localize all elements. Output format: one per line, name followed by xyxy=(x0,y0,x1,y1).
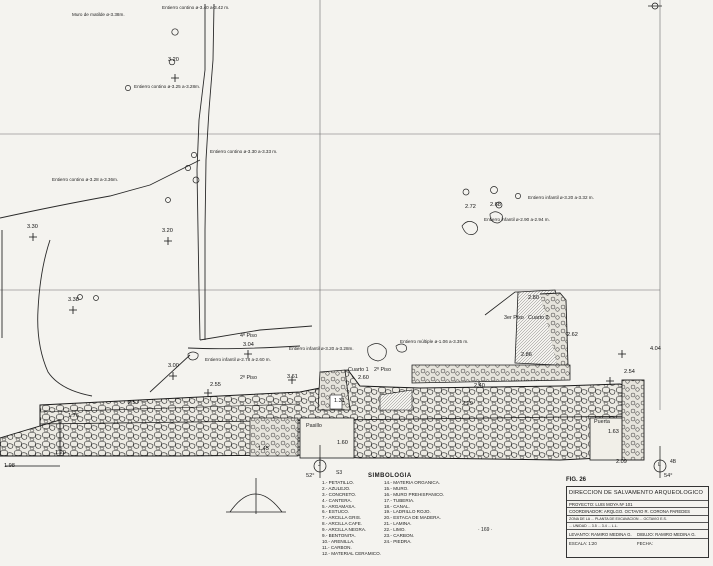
elevation-value: 2.40 xyxy=(474,383,485,389)
legend-item: 17.- TUBERIA. xyxy=(384,497,415,503)
legend-item: 24.- PIEDRA. xyxy=(384,538,412,544)
legend-item: 1.- PETATILLO. xyxy=(322,480,354,485)
elevation-value: 2.80 xyxy=(528,295,539,301)
legend-item: 14.- MATERIA ORGANICA. xyxy=(384,480,441,485)
elevation-value: 3.20 xyxy=(168,57,179,63)
legend-item: 2.- AZULEJO. xyxy=(322,485,351,491)
room-label: Cuarto 1 xyxy=(348,367,369,373)
title-block-scale: ESCALA: 1:20 FECHA: xyxy=(567,538,708,547)
legend-item: 3.- CONCRETO. xyxy=(322,491,357,497)
elevation-value: 3.20 xyxy=(162,228,173,234)
legend-item: 6.- ESTUCO. xyxy=(322,509,350,515)
elevation-value: 2.86 xyxy=(521,352,532,358)
burial-symbols xyxy=(77,28,521,362)
legend-item: 12.- MATERIAL CERAMICO. xyxy=(322,550,381,556)
legend-item: 4.- CANTERA. xyxy=(322,497,352,503)
burial-label: Entierro infantil ø-2.90 a-2.94 m. xyxy=(484,217,550,222)
legend-item: 16.- MURO PREHISPANICO. xyxy=(384,491,445,497)
elevation-value: 1.76 xyxy=(68,413,79,419)
room-label: 2º Piso xyxy=(374,367,391,373)
legend-item: 18.- CANAL. xyxy=(384,503,410,509)
room-label: 2º Piso xyxy=(240,375,257,381)
elevation-value: 2.29 xyxy=(462,401,473,407)
legend-item: 15.- MURO. xyxy=(384,485,409,491)
elevation-value: 1.60 xyxy=(337,440,348,446)
legend-title: SIMBOLOGIA xyxy=(368,473,412,479)
angle-mark: 54° xyxy=(664,473,673,479)
axis-letter: S3 xyxy=(336,470,343,476)
elevation-value: 4.04 xyxy=(650,346,661,352)
legend-item: 22.- LIMO. xyxy=(384,527,406,533)
page-mark: · 169 · xyxy=(478,527,493,533)
burial-label: Entierro múltiple ø-1.06 a-3.35 m. xyxy=(400,339,469,344)
elevation-value: 3.38 xyxy=(68,297,79,303)
legend-column-2: 14.- MATERIA ORGANICA. 15.- MURO. 16.- M… xyxy=(384,480,444,545)
title-block-org: DIRECCION DE SALVAMENTO ARQUEOLOGICO xyxy=(569,490,704,496)
burial-label: Entierro contino ø-3.40 a-3.42 m. xyxy=(162,5,230,10)
elevation-value: 1.45 xyxy=(258,446,269,452)
section-markers xyxy=(5,2,667,478)
elevation-value: 1.31 xyxy=(334,398,345,404)
axis-letter: L xyxy=(658,462,661,468)
legend-item: 10.- ARENILLA. xyxy=(322,538,355,544)
burial-label: Entierro infantil ø-3.20 a-3.28m. xyxy=(289,346,354,351)
legend-item: 21.- LAMINA. xyxy=(384,521,412,527)
elevation-value: 2.55 xyxy=(210,382,221,388)
room-label: Pasillo xyxy=(306,423,322,429)
elevation-value: 3.30 xyxy=(27,224,38,230)
burial-label: Entierro infantil ø-3.20 a-3.32 m. xyxy=(528,195,594,200)
angle-mark: 52° xyxy=(306,473,315,479)
burial-label: Entierro contino ø-3.25 a-3.28m. xyxy=(134,84,201,89)
axis-letter: J xyxy=(318,462,321,468)
legend-item: 19.- LADRILLO ROJO. xyxy=(384,509,431,515)
main-wall-foundation xyxy=(0,369,645,461)
north-symbol xyxy=(226,478,286,514)
legend-item: 5.- ARGAMASA. xyxy=(322,503,356,509)
title-block-line: ZONA DE LA ... PLANTA DE EXCAVACION ... … xyxy=(567,515,708,522)
scale-value: ESCALA: 1:20 xyxy=(569,541,597,546)
surveyor-name: LEVANTO: RAMIRO MEDINA G. xyxy=(569,532,632,537)
elevation-value: 2.54 xyxy=(624,369,635,375)
trench-outlines xyxy=(0,3,313,397)
axis-letter: 4B xyxy=(670,459,677,465)
elevation-value: 1.98 xyxy=(4,463,15,469)
title-block-project: PROYECTO: LUIS MOYA Nº 101 xyxy=(567,500,708,507)
draftsman-name: DIBUJO: RAMIRO MEDINA G. xyxy=(637,532,696,537)
legend-column-1: 1.- PETATILLO. 2.- AZULEJO. 3.- CONCRETO… xyxy=(322,480,381,557)
elevation-value: 2.72 xyxy=(465,204,476,210)
room-label: 4º Piso xyxy=(240,333,257,339)
room-label: Puerta xyxy=(594,419,610,425)
title-block-coordinator: COORDINADOR: ARQLGO. OCTAVIO R. CORONA P… xyxy=(567,507,708,515)
upper-room-structure xyxy=(411,289,571,384)
legend-item: 23.- CARBON. xyxy=(384,533,415,539)
elevation-value: 2.62 xyxy=(567,332,578,338)
legend-item: 9.- BENTONITA. xyxy=(322,533,356,539)
elevation-value: 3.04 xyxy=(243,342,254,348)
legend-item: 8.- ARCILLA CAFE. xyxy=(322,521,363,527)
title-block-surveyor: LEVANTO: RAMIRO MEDINA G. DIBUJO: RAMIRO… xyxy=(567,529,708,538)
date-value: FECHA: xyxy=(637,541,653,546)
legend-item: 9.- ARCILLA NEGRA. xyxy=(322,527,367,533)
elevation-value: 2.09 xyxy=(616,459,627,465)
elevation-value: 2.60 xyxy=(358,375,369,381)
elevation-value: 3.61 xyxy=(287,374,298,380)
figure-number: FIG. 26 xyxy=(566,477,587,483)
burial-label: Entierro infantil ø-2.78 a-2.60 m. xyxy=(205,357,271,362)
legend-item: 11.- CARBON. xyxy=(322,544,352,550)
burial-label: Entierro contino ø-3.28 a-3.36m. xyxy=(52,177,119,182)
elevation-value: 2.57 xyxy=(128,400,139,406)
burial-label: Entierro contino ø-3.30 a-3.33 m. xyxy=(210,149,278,154)
title-block-line: ... UNIDAD ... 3.5 ... 3.4 ... L.L. xyxy=(567,522,708,529)
room-label: Cuarto 2 xyxy=(528,315,549,321)
room-label: 3er Piso xyxy=(504,315,524,321)
wall-level-label: Muro de matilde ø-3.38m. xyxy=(72,12,125,17)
legend-item: 7.- ARCILLA GRIS. xyxy=(322,515,362,521)
elevation-value: 2.68 xyxy=(490,202,501,208)
elevation-value: 1.20 xyxy=(55,450,66,456)
elevation-value: 1.63 xyxy=(608,429,619,435)
elevation-value: 3.00 xyxy=(168,363,179,369)
title-block: DIRECCION DE SALVAMENTO ARQUEOLOGICO PRO… xyxy=(566,486,709,558)
legend-item: 20.- ESTACA DE MADERA. xyxy=(384,515,441,521)
